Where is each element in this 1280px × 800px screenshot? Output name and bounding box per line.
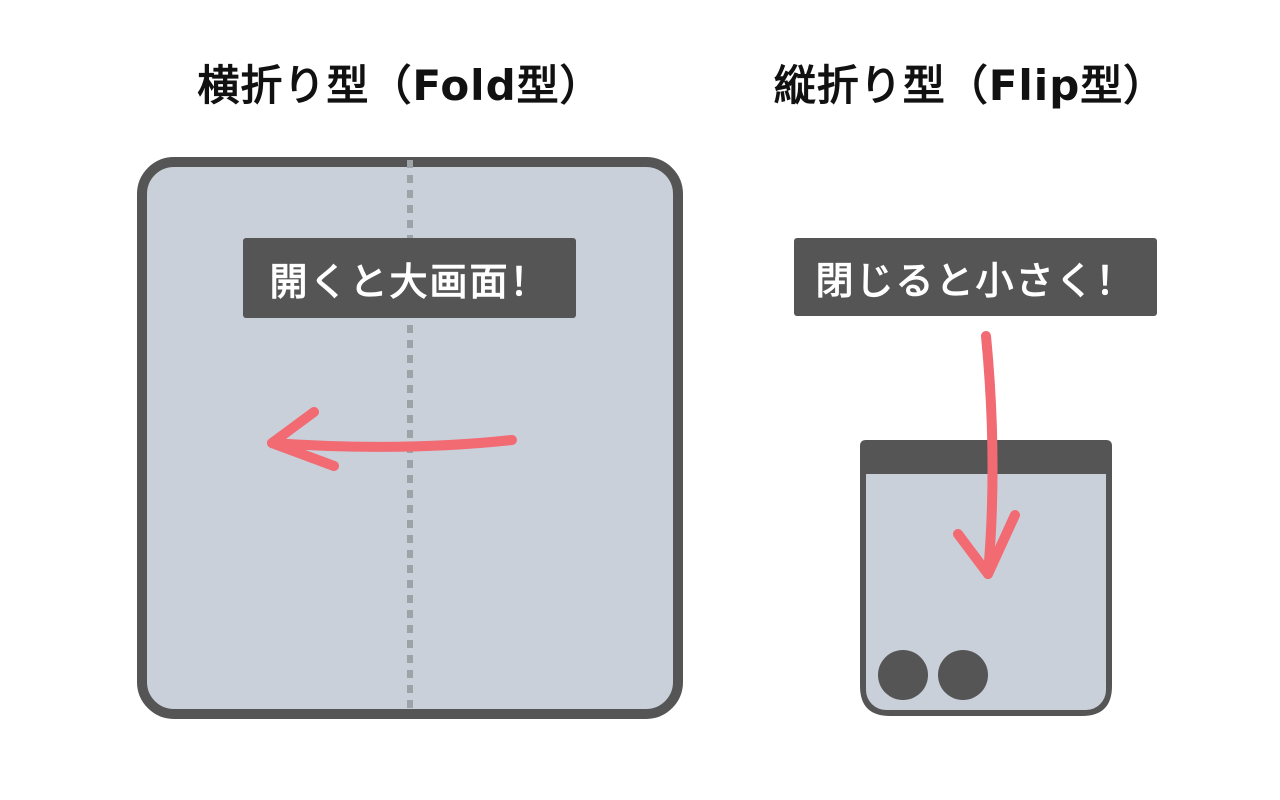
fold-type-title: 横折り型（Fold型） <box>197 61 603 110</box>
flip-arrow-head <box>953 510 1020 579</box>
fold-open-arrow <box>267 407 517 471</box>
fold-arrow-shaft <box>267 435 517 452</box>
camera-lens-2 <box>938 650 988 700</box>
flip-close-arrow <box>953 331 1020 579</box>
flip-cover-screen <box>866 474 1106 710</box>
fold-caption-label: 開くと大画面！ <box>243 238 576 318</box>
flip-arrow-shaft <box>981 331 998 579</box>
camera-lens-1 <box>878 650 928 700</box>
flip-caption-label: 閉じると小さく！ <box>794 238 1157 316</box>
flip-type-title: 縦折り型（Flip型） <box>773 61 1167 110</box>
fold-arrow-head <box>267 407 339 471</box>
